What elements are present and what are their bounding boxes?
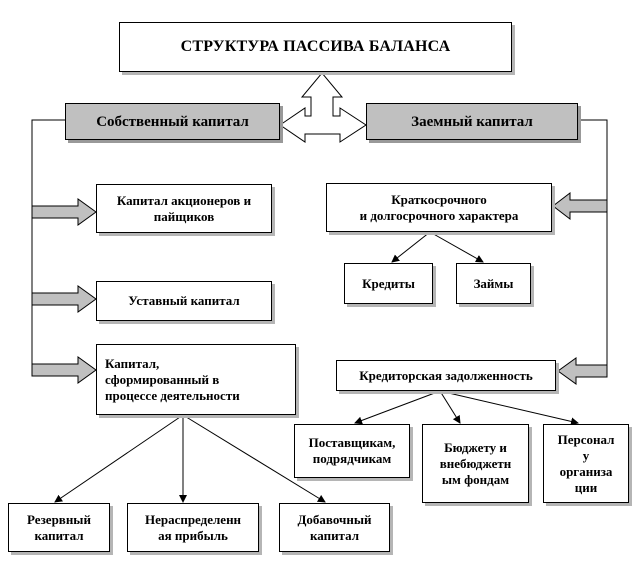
own-capital-header: Собственный капитал xyxy=(65,103,280,140)
payables-text: Кредиторская задолженность xyxy=(359,367,533,383)
arrow-to-shareholders xyxy=(31,198,97,226)
arrow-payables-suppliers xyxy=(354,390,441,425)
additional-capital-box: Добавочный капитал xyxy=(279,503,390,552)
arrow-to-formed xyxy=(31,356,97,384)
budget-text: Бюджету и внебюджетн ым фондам xyxy=(439,439,512,487)
arrow-to-term xyxy=(552,191,608,221)
suppliers-text: Поставщикам, подрядчикам xyxy=(308,435,396,466)
credits-box: Кредиты xyxy=(344,263,433,304)
arrow-payables-personnel xyxy=(439,390,579,426)
own-capital-bracket xyxy=(31,119,65,370)
diagram-title: СТРУКТУРА ПАССИВА БАЛАНСА xyxy=(119,22,512,72)
arrow-to-payables xyxy=(557,357,608,385)
shareholders-capital-text: Капитал акционеров и пайщиков xyxy=(116,192,252,224)
term-box: Краткосрочного и долгосрочного характера xyxy=(326,183,552,232)
loans-box: Займы xyxy=(456,263,531,304)
diagram-title-text: СТРУКТУРА ПАССИВА БАЛАНСА xyxy=(180,38,451,55)
borrowed-capital-header-text: Заемный капитал xyxy=(411,113,533,130)
additional-capital-text: Добавочный капитал xyxy=(297,511,372,543)
authorized-capital-text: Уставный капитал xyxy=(128,293,240,308)
arrow-to-authorized xyxy=(31,285,97,313)
borrowed-capital-header: Заемный капитал xyxy=(366,103,578,140)
suppliers-box: Поставщикам, подрядчикам xyxy=(294,424,410,478)
authorized-capital-box: Уставный капитал xyxy=(96,281,272,321)
term-text: Краткосрочного и долгосрочного характера xyxy=(359,191,519,223)
retained-earnings-text: Нераспределенн ая прибыль xyxy=(144,511,242,543)
central-block-arrow xyxy=(279,72,367,143)
loans-text: Займы xyxy=(473,275,514,291)
budget-box: Бюджету и внебюджетн ым фондам xyxy=(422,424,529,503)
arrow-payables-budget xyxy=(439,390,461,424)
reserve-capital-box: Резервный капитал xyxy=(8,503,110,552)
arrow-formed-reserve xyxy=(54,414,184,503)
formed-capital-text: Капитал, сформированный в процессе деяте… xyxy=(105,355,240,403)
arrow-term-credits xyxy=(391,231,431,263)
own-capital-header-text: Собственный капитал xyxy=(96,113,249,130)
shareholders-capital-box: Капитал акционеров и пайщиков xyxy=(96,184,272,233)
credits-text: Кредиты xyxy=(362,275,415,291)
personnel-text: Персонал у организа ции xyxy=(557,431,615,495)
borrowed-capital-bracket xyxy=(578,119,608,370)
formed-capital-box: Капитал, сформированный в процессе деяте… xyxy=(96,344,296,415)
arrow-formed-additional xyxy=(182,414,326,503)
payables-box: Кредиторская задолженность xyxy=(336,360,556,391)
retained-earnings-box: Нераспределенн ая прибыль xyxy=(127,503,259,552)
arrow-term-loans xyxy=(429,231,484,263)
reserve-capital-text: Резервный капитал xyxy=(27,511,91,543)
personnel-box: Персонал у организа ции xyxy=(543,424,629,503)
